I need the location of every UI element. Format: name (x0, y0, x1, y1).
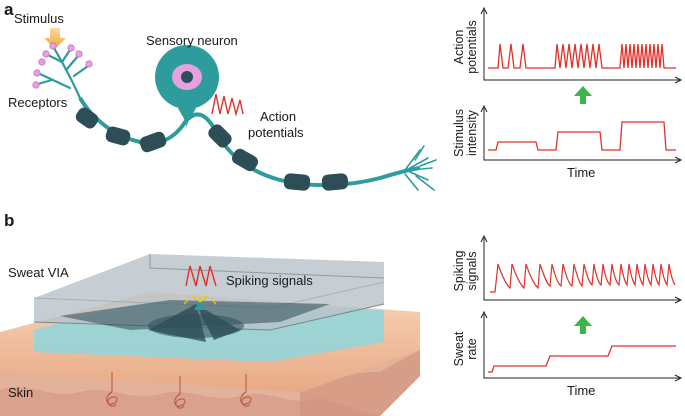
plot-b-top-ylabel-line2: signals (465, 251, 479, 291)
plot-a-action-potentials (480, 6, 683, 84)
plot-b-bottom-ylabel-line2: rate (465, 338, 479, 360)
plot-b-top-ylabel: Spiking signals (452, 231, 483, 311)
action-potentials-label-line1: Action (260, 109, 297, 124)
green-up-arrow-icon-a (574, 86, 592, 104)
myelin-sheaths (75, 107, 349, 191)
sweat-via-device (33, 254, 385, 362)
receptor-endings (32, 42, 93, 89)
sweat-via-label: Sweat VIA (8, 265, 69, 280)
plot-a-top-ylabel: Action potentials (452, 7, 483, 87)
green-up-arrow-icon-b (574, 316, 592, 334)
spiking-trace (490, 263, 676, 293)
stimulus-label: Stimulus (14, 11, 64, 26)
action-potential-symbol (211, 93, 244, 117)
sweat-rate-trace (488, 345, 676, 373)
plot-a-stimulus-intensity (480, 104, 683, 164)
panel-b-letter: b (4, 211, 15, 230)
spiking-signal-symbol (185, 265, 217, 287)
neuron-illustration (32, 28, 437, 191)
receptors-label: Receptors (8, 95, 68, 110)
sweat-glands (106, 372, 252, 409)
sensory-neuron-label: Sensory neuron (146, 33, 238, 48)
receptor-dendrites (36, 46, 90, 100)
spiking-signals-label: Spiking signals (226, 273, 313, 288)
plot-a-bottom-ylabel-line2: intensity (465, 110, 479, 156)
plot-a-top-ylabel-line2: potentials (465, 20, 479, 74)
axon-terminals (404, 145, 437, 191)
sweat-flow-arrows (183, 294, 217, 305)
plot-a-xlabel: Time (567, 165, 596, 180)
plot-a-top-axes (483, 10, 680, 81)
panel-a-letter: a (4, 0, 14, 19)
plot-a-bottom-axes (483, 108, 680, 161)
plot-b-bottom-axes (483, 314, 680, 379)
action-potentials-label-line2: potentials (248, 125, 304, 140)
axon (78, 96, 421, 188)
action-potential-trace (488, 43, 676, 69)
plot-b-bottom-ylabel: Sweat rate (452, 309, 483, 389)
skin-label: Skin (8, 385, 34, 400)
plot-a-bottom-ylabel: Stimulus intensity (452, 93, 483, 173)
plot-b-xlabel: Time (567, 383, 596, 398)
plot-b-spiking-signals (480, 234, 683, 304)
stimulus-arrow-icon (44, 28, 66, 49)
stimulus-trace (488, 121, 676, 151)
plot-b-sweat-rate (480, 310, 683, 382)
plot-b-top-axes (483, 238, 680, 301)
